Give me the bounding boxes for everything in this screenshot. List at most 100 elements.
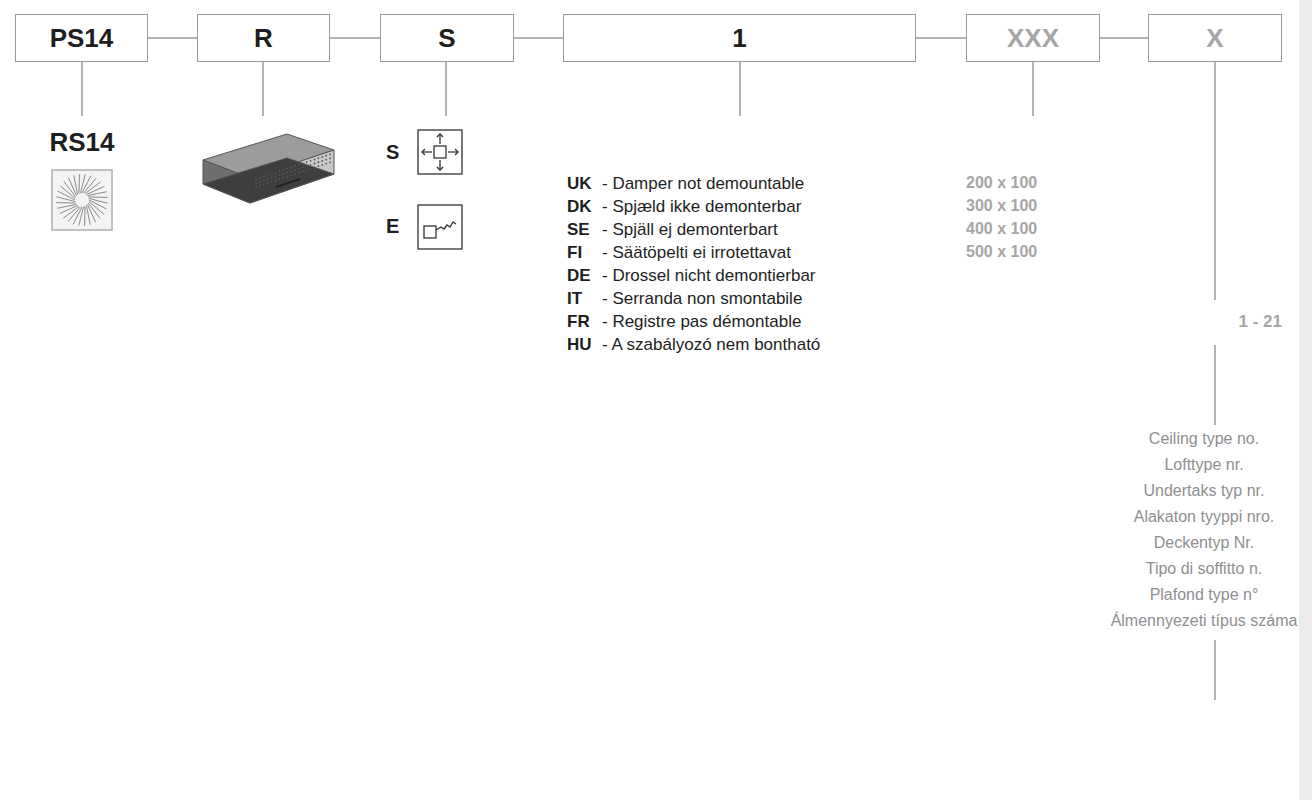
diffuser-vane <box>78 174 79 194</box>
code-box: XXX <box>966 14 1100 62</box>
perforation-hole <box>271 173 273 175</box>
diffuser-vane <box>74 175 78 194</box>
perforation-hole <box>302 167 304 169</box>
perforation-hole <box>294 169 296 171</box>
leader-line <box>1214 62 1216 300</box>
arrow-head <box>455 149 458 155</box>
perforation-hole <box>302 171 304 173</box>
size-option: 500 x 100 <box>966 243 1037 261</box>
diffuser-vane <box>87 192 106 196</box>
code-text: X <box>1206 23 1223 54</box>
perforation-hole <box>302 163 304 165</box>
perforation-hole <box>282 177 284 179</box>
code-box: PS14 <box>15 14 148 62</box>
language-code: UK <box>567 174 592 194</box>
perforation-hole <box>267 178 269 180</box>
translation-text: - Säätöpelti ei irrotettavat <box>602 243 791 263</box>
perforation-hole <box>298 172 300 174</box>
perforation-hole <box>329 161 331 163</box>
perforation-hole <box>255 178 257 180</box>
perforation-hole <box>275 180 277 182</box>
translation-text: - Spjæld ikke demonterbar <box>602 197 801 217</box>
ceiling-type-label: Deckentyp Nr. <box>1154 534 1254 552</box>
arrow-down <box>439 160 440 170</box>
symbol-frame <box>418 130 462 174</box>
translation-text: - Damper not demountable <box>602 174 804 194</box>
perforation <box>255 153 331 188</box>
option-code: E <box>386 215 399 238</box>
translation-text: - Registre pas démontable <box>602 312 801 332</box>
symbol-square <box>424 226 436 238</box>
plenum-box <box>203 134 334 203</box>
leader-lines <box>82 62 1215 700</box>
arrow-head <box>437 134 443 137</box>
arrow-head <box>422 149 425 155</box>
cord-symbol <box>418 205 462 249</box>
perforation-hole <box>318 165 320 167</box>
leader-line <box>81 62 83 116</box>
diffuser-frame <box>52 170 112 230</box>
arrow-head <box>437 167 443 170</box>
perforation-hole <box>321 160 323 162</box>
perforation-hole <box>275 176 277 178</box>
code-text: XXX <box>1007 23 1059 54</box>
perforation-hole <box>271 181 273 183</box>
size-option: 400 x 100 <box>966 220 1037 238</box>
perforation-hole <box>282 169 284 171</box>
perforation-hole <box>325 163 327 165</box>
perforation-hole <box>259 185 261 187</box>
size-option: 200 x 100 <box>966 174 1037 192</box>
connector-line <box>330 37 380 39</box>
perforation-hole <box>329 153 331 155</box>
perforation-hole <box>306 169 308 171</box>
damper-handle <box>276 179 300 187</box>
perforation-hole <box>259 181 261 183</box>
perforation-hole <box>259 177 261 179</box>
perforation-hole <box>314 163 316 165</box>
perforation-hole <box>271 177 273 179</box>
code-box: R <box>197 14 330 62</box>
arrow-up <box>439 134 440 144</box>
perforation-hole <box>279 170 281 172</box>
perforation-hole <box>310 160 312 162</box>
perforation-hole <box>310 168 312 170</box>
perforation-hole <box>263 180 265 182</box>
translation-text: - Spjäll ej demonterbart <box>602 220 778 240</box>
leader-line <box>1214 345 1216 425</box>
perforation-hole <box>314 159 316 161</box>
perforation-hole <box>290 170 292 172</box>
translation-text: - Drossel nicht demontierbar <box>602 266 816 286</box>
diffuser-vane <box>68 178 76 196</box>
connector-line <box>514 37 563 39</box>
leader-line <box>445 62 447 116</box>
range-label: 1 - 21 <box>1239 312 1282 332</box>
language-code: FR <box>567 312 590 332</box>
diffuser-vane <box>60 205 78 213</box>
leader-line <box>1214 640 1216 700</box>
language-code: DK <box>567 197 592 217</box>
perforation-hole <box>286 172 288 174</box>
code-text: 1 <box>732 23 746 54</box>
diffuser-icon <box>52 170 112 230</box>
leader-line <box>262 62 264 116</box>
perforation-hole <box>286 168 288 170</box>
perforation-hole <box>255 182 257 184</box>
diffuser-vane <box>57 204 76 208</box>
language-code: SE <box>567 220 590 240</box>
ceiling-type-label: Ceiling type no. <box>1149 430 1259 448</box>
symbol-square <box>434 146 446 158</box>
connector-line <box>1100 37 1148 39</box>
perforation-hole <box>321 156 323 158</box>
adjust-symbol <box>418 130 462 174</box>
arrow-left <box>422 151 432 152</box>
arrow-right <box>448 151 458 152</box>
diffuser-vane <box>86 205 90 224</box>
diffuser-vane <box>88 196 108 197</box>
code-text: R <box>254 23 273 54</box>
cord-line <box>436 222 456 230</box>
translation-text: - A szabályozó nem bontható <box>602 335 820 355</box>
ceiling-type-label: Alakaton tyyppi nro. <box>1134 508 1275 526</box>
diffuser-vane <box>56 202 76 203</box>
